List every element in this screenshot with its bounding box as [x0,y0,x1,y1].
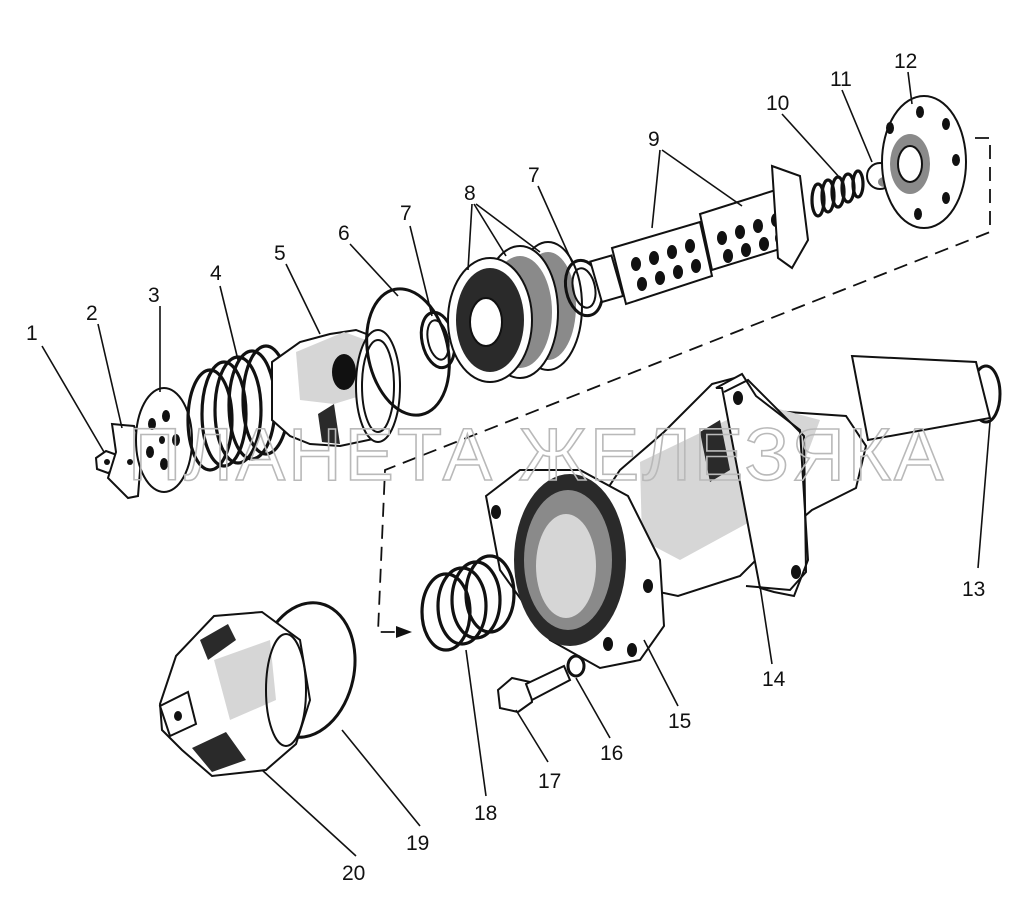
callout-7-left: 7 [400,202,412,225]
callout-12: 12 [894,50,917,73]
part-20-plug [158,610,312,778]
callout-9: 9 [648,128,660,151]
callout-7-right: 7 [528,164,540,187]
callout-11: 11 [830,68,852,91]
part-17-bolt [496,664,572,714]
callout-13: 13 [962,578,985,601]
watermark-text: ПЛАНЕТА ЖЕЛЕЗЯКА [128,413,946,496]
part-16-washer [566,654,586,678]
callout-8: 8 [464,182,476,205]
callout-19: 19 [406,832,429,855]
part-12-seat-flange [881,95,967,229]
part-3-flange-plate [135,387,193,493]
callout-2: 2 [86,302,98,325]
part-2-lock-plate [106,422,144,500]
callout-3: 3 [148,284,160,307]
part-10-spring [810,169,865,218]
part-9-filter-sleeves [589,164,810,306]
part-14-gasket [715,372,810,598]
callout-18: 18 [474,802,497,825]
callout-15: 15 [668,710,691,733]
callout-10: 10 [766,92,789,115]
callout-16: 16 [600,742,623,765]
callout-labels: 1 2 3 4 5 6 7 8 7 9 10 11 12 13 14 15 16… [26,50,985,885]
callout-6: 6 [338,222,350,245]
callout-5: 5 [274,242,286,265]
callout-4: 4 [210,262,222,285]
assembly-path [377,137,991,638]
leader-lines [41,71,991,857]
callout-14: 14 [762,668,786,691]
callout-1: 1 [26,322,38,345]
callout-20: 20 [342,862,365,885]
callout-17: 17 [538,770,561,793]
part-18-spring [420,554,516,652]
part-15-housing-flange [484,469,666,670]
part-6-o-ring [365,287,451,417]
